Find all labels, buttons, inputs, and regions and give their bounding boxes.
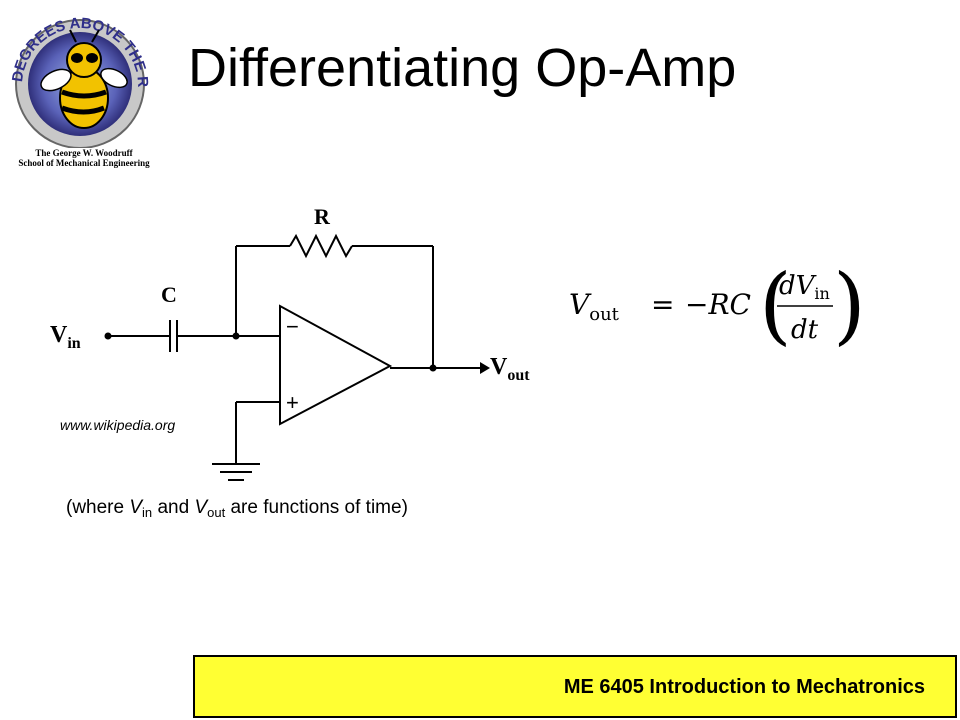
output-arrow bbox=[480, 362, 490, 374]
formula-denominator: dt bbox=[791, 315, 819, 345]
input-label: Vin bbox=[50, 322, 81, 352]
formula-right-paren: ) bbox=[833, 262, 865, 352]
formula-numerator: dVin bbox=[779, 271, 830, 303]
minus-terminal-label: − bbox=[286, 314, 299, 339]
output-node bbox=[429, 364, 437, 372]
resistor-label: R bbox=[314, 204, 331, 229]
capacitor-label: C bbox=[161, 282, 177, 307]
formula-equals: = bbox=[651, 288, 674, 321]
school-logo: DEGREES ABOVE THE REST The George W. Woo… bbox=[0, 0, 154, 170]
output-label: Vout bbox=[490, 354, 530, 384]
resistor bbox=[289, 233, 353, 259]
input-node bbox=[104, 332, 112, 340]
logo-caption-line1: The George W. Woodruff bbox=[35, 148, 133, 158]
caption: (where Vin and Vout are functions of tim… bbox=[66, 497, 408, 520]
logo-caption-line2: School of Mechanical Engineering bbox=[18, 158, 150, 168]
op-amp-triangle bbox=[279, 304, 393, 426]
formula-left-paren: ( bbox=[759, 262, 792, 352]
course-footer: ME 6405 Introduction to Mechatronics bbox=[193, 655, 957, 718]
course-name: ME 6405 Introduction to Mechatronics bbox=[563, 676, 925, 698]
plus-terminal-label: + bbox=[286, 390, 299, 415]
bee-seal-icon: DEGREES ABOVE THE REST bbox=[0, 0, 151, 149]
slide-title: Differentiating Op-Amp bbox=[188, 38, 737, 98]
source-credit: www.wikipedia.org bbox=[60, 417, 176, 433]
formula-rhs-prefix: −RC bbox=[685, 288, 751, 321]
logo-caption: The George W. Woodruff School of Mechani… bbox=[4, 148, 164, 168]
differentiator-formula: Vout = −RC ( ) dVin dt bbox=[569, 262, 865, 352]
junction-node bbox=[232, 332, 240, 340]
differentiator-circuit: R C Vin Vout − + bbox=[50, 204, 530, 481]
formula-lhs: Vout bbox=[569, 288, 620, 325]
